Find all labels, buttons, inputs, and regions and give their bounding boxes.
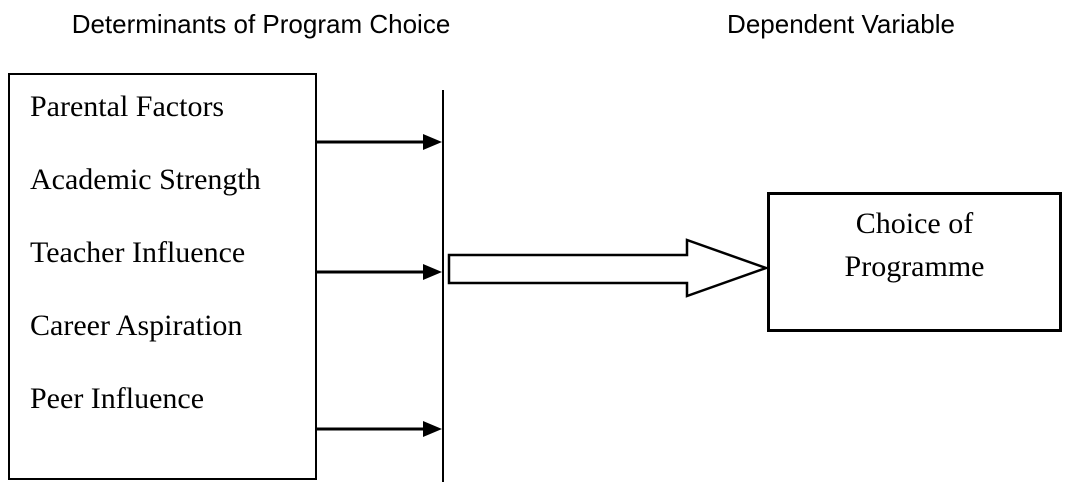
block-arrow-icon: [447, 238, 770, 298]
determinants-list: Parental Factors Academic Strength Teach…: [10, 70, 315, 435]
dependent-box-line1: Choice of: [855, 207, 974, 240]
arrow-bottom-icon: [317, 421, 442, 437]
determinants-box: Parental Factors Academic Strength Teach…: [8, 73, 317, 480]
determinant-item-career-aspiration: Career Aspiration: [30, 308, 243, 342]
determinant-item-teacher-influence: Teacher Influence: [30, 235, 246, 269]
determinant-item-academic-strength: Academic Strength: [30, 162, 261, 196]
determinant-item-peer-influence: Peer Influence: [30, 381, 205, 415]
independent-variables-heading: Determinants of Program Choice: [71, 9, 451, 39]
arrow-top-icon: [317, 134, 442, 150]
dependent-box-line2: Programme: [844, 250, 985, 283]
arrow-middle-icon: [317, 264, 442, 280]
determinant-item-parental-factors: Parental Factors: [30, 89, 225, 123]
dependent-variable-box: Choice of Programme: [767, 192, 1062, 332]
dependent-variable-heading: Dependent Variable: [727, 9, 955, 39]
